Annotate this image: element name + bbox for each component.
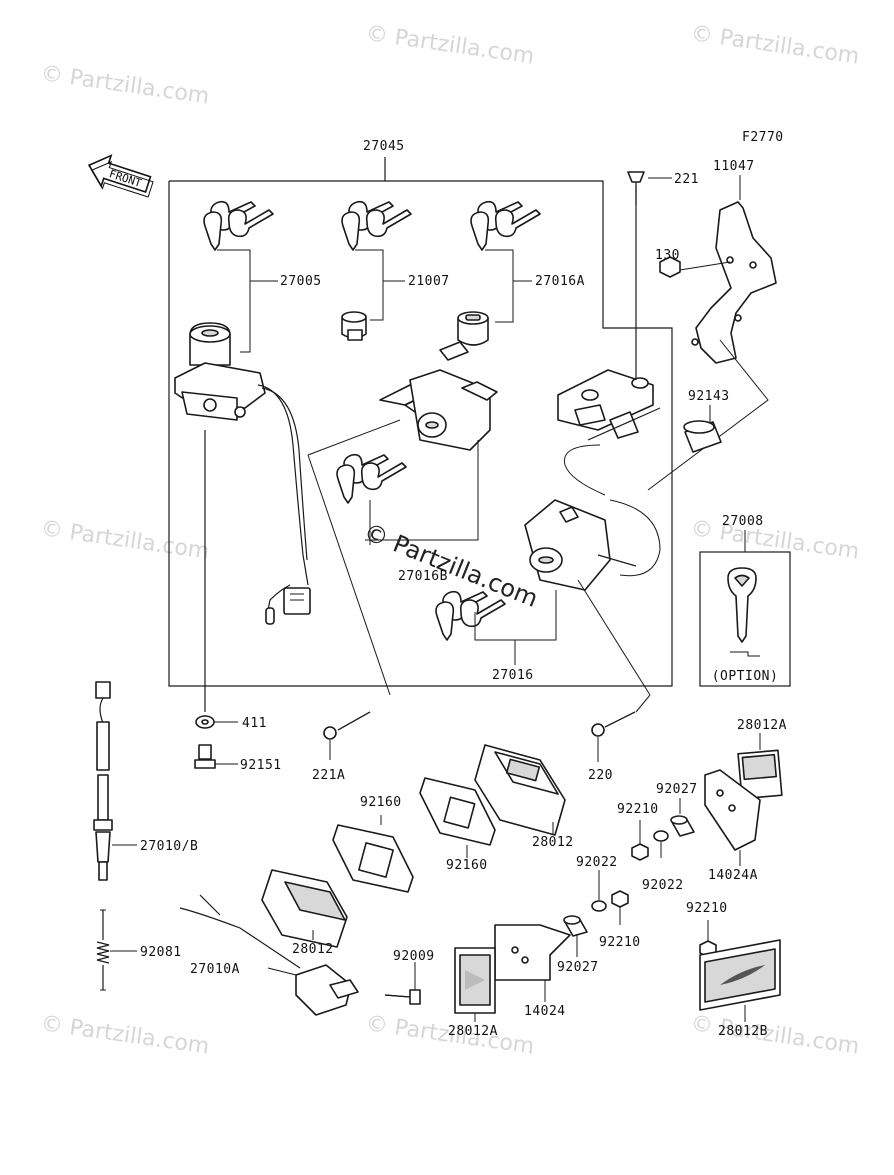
spring-92081: [96, 909, 137, 991]
part-label-92027-upper: 92027: [656, 782, 698, 797]
part-label-92151: 92151: [240, 758, 282, 773]
collar-92027-lower: [563, 915, 588, 957]
part-label-27010B: 27010/B: [140, 839, 198, 854]
part-label-27005: 27005: [280, 274, 322, 289]
part-label-28012-upper: 28012: [532, 835, 574, 850]
washer-411: [195, 715, 238, 729]
part-label-14024: 14024: [524, 1004, 566, 1019]
bracket-11047: [647, 175, 777, 491]
collar-92027-upper: [670, 798, 695, 837]
part-label-28012-lower: 28012: [292, 942, 334, 957]
washer-92022-lower: [591, 870, 607, 912]
part-label-92160-right: 92160: [446, 858, 488, 873]
part-label-411: 411: [242, 716, 267, 731]
part-label-27016: 27016: [492, 668, 534, 683]
watermark: © Partzilla.com: [39, 61, 211, 109]
part-label-220: 220: [588, 768, 613, 783]
part-label-21007: 21007: [408, 274, 450, 289]
reflector-28012A-right: [737, 733, 783, 800]
part-label-92022-lower: 92022: [576, 855, 618, 870]
diagram-code: F2770: [742, 130, 784, 145]
part-label-27016B: 27016B: [398, 569, 448, 584]
part-label-92027-lower: 92027: [557, 960, 599, 975]
option-key-box: (OPTION): [699, 530, 791, 687]
helmet-lock-bracket: [307, 369, 498, 696]
screw-220: [591, 694, 651, 762]
collar-92143: [683, 405, 722, 453]
watermark: © Partzilla.com: [689, 1011, 861, 1059]
gasket-92160-left: [332, 815, 414, 893]
screw-221A: [323, 711, 371, 760]
option-label: (OPTION): [712, 669, 779, 684]
reflector-28012A-left: [454, 947, 496, 1022]
part-labels: F2770 27045 221 11047 130 27005 21007 27…: [140, 130, 787, 1039]
bolt-92151: [194, 744, 238, 769]
screw-221: [627, 171, 672, 205]
part-label-11047: 11047: [713, 159, 755, 174]
watermark: © Partzilla.com: [364, 21, 536, 69]
part-label-221A: 221A: [312, 768, 345, 783]
seat-lock-27016: [435, 499, 661, 696]
part-label-92009: 92009: [393, 949, 435, 964]
part-label-14024A: 14024A: [708, 868, 758, 883]
assembly-frame: [168, 157, 673, 687]
nut-92210-lower: [699, 920, 717, 958]
part-label-130: 130: [655, 248, 680, 263]
part-label-27045: 27045: [363, 139, 405, 154]
part-label-92210-middle: 92210: [599, 935, 641, 950]
gasket-92160-right: [419, 777, 496, 858]
nut-92210-upper: [631, 820, 649, 861]
part-label-27016A: 27016A: [535, 274, 585, 289]
bracket-14024: [494, 924, 571, 1002]
washer-92022-upper: [653, 830, 669, 858]
front-arrow-icon: FRONT: [87, 154, 154, 198]
switch-27010A: [179, 894, 359, 1016]
part-label-221: 221: [674, 172, 699, 187]
part-label-28012B: 28012B: [718, 1024, 768, 1039]
nut-92210-middle: [611, 890, 629, 925]
ignition-switch-assembly: [174, 200, 311, 712]
seat-lock-27016A: [439, 200, 541, 361]
part-label-27010A: 27010A: [190, 962, 240, 977]
reflector-28012-upper: [474, 744, 566, 836]
part-label-92143: 92143: [688, 389, 730, 404]
watermark: © Partzilla.com: [39, 1011, 211, 1059]
switch-27010B: [93, 681, 137, 881]
part-label-92210-upper: 92210: [617, 802, 659, 817]
part-label-27008: 27008: [722, 514, 764, 529]
part-label-92022-upper: 92022: [642, 878, 684, 893]
part-label-92160-left: 92160: [360, 795, 402, 810]
bolt-92009: [384, 962, 421, 1005]
watermark: © Partzilla.com: [39, 516, 211, 564]
watermark: © Partzilla.com: [689, 516, 861, 564]
reflector-28012B: [699, 939, 781, 1022]
bracket-14024A: [704, 769, 761, 866]
lock-bracket-right: [557, 185, 661, 496]
part-label-92210-lower: 92210: [686, 901, 728, 916]
part-label-28012A-lower: 28012A: [448, 1024, 498, 1039]
key-cylinder-21007: [341, 200, 412, 341]
part-label-28012A-upper: 28012A: [737, 718, 787, 733]
part-label-92081: 92081: [140, 945, 182, 960]
reflector-28012-lower: [261, 869, 348, 948]
watermark: © Partzilla.com: [689, 21, 861, 69]
